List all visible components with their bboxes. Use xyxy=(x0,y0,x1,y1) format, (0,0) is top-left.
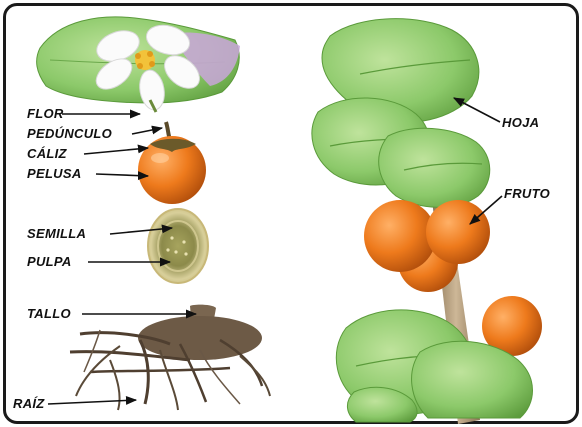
label-raiz: RAÍZ xyxy=(13,396,45,411)
label-semilla: SEMILLA xyxy=(27,226,86,241)
fruit-icon xyxy=(138,122,206,204)
leader-hoja xyxy=(454,98,500,122)
label-pelusa: PELUSA xyxy=(27,166,82,181)
branch-icon xyxy=(312,19,542,424)
label-caliz: CÁLIZ xyxy=(27,146,67,161)
label-tallo: TALLO xyxy=(27,306,71,321)
leader-pedunculo xyxy=(132,128,162,134)
root-icon xyxy=(70,305,270,410)
label-pulpa: PULPA xyxy=(27,254,72,269)
fruit-cross-section-icon xyxy=(148,209,208,283)
flower-icon xyxy=(37,17,240,112)
label-pedunculo: PEDÚNCULO xyxy=(27,126,112,141)
label-hoja: HOJA xyxy=(502,115,539,130)
label-flor: FLOR xyxy=(27,106,64,121)
leader-caliz xyxy=(84,148,148,154)
label-fruto: FRUTO xyxy=(504,186,550,201)
leader-raiz xyxy=(48,400,136,404)
